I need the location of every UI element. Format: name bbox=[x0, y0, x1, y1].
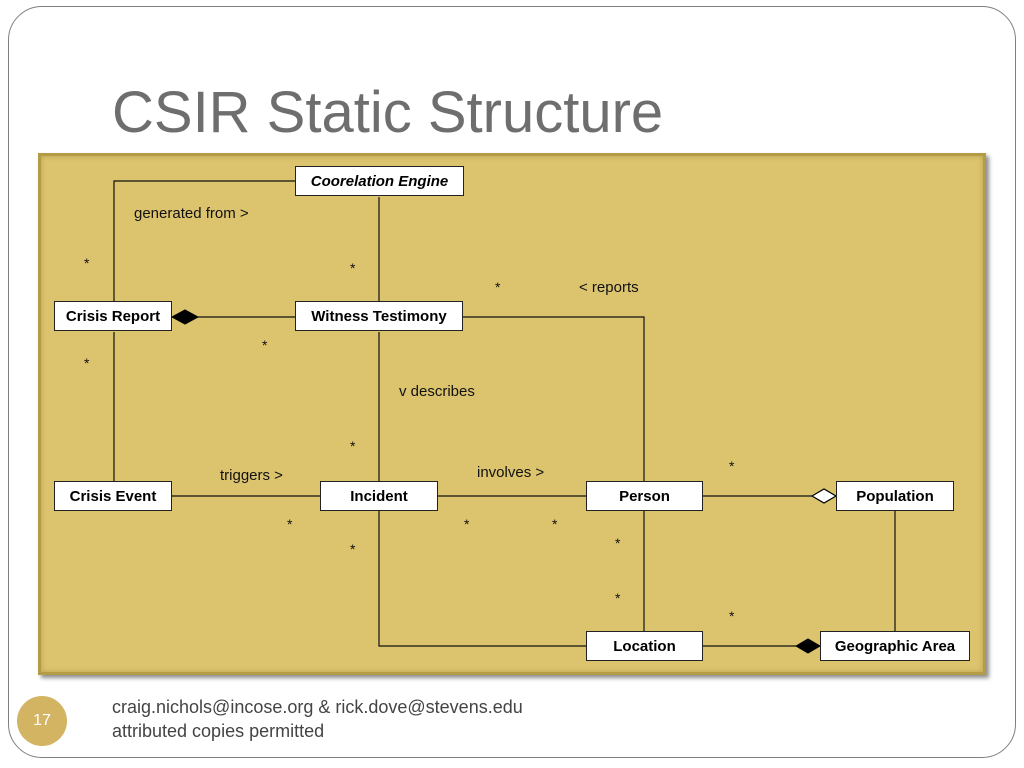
class-crisis-event: Crisis Event bbox=[54, 481, 172, 511]
footer-permission: attributed copies permitted bbox=[112, 721, 325, 741]
class-incident: Incident bbox=[320, 481, 438, 511]
page-number: 17 bbox=[33, 712, 51, 729]
class-witness-testimony: Witness Testimony bbox=[295, 301, 463, 331]
class-coorelation-engine: Coorelation Engine bbox=[295, 166, 464, 196]
assoc-reports bbox=[463, 316, 645, 481]
multiplicity-marker: * bbox=[84, 355, 90, 371]
multiplicity-marker: * bbox=[729, 608, 735, 624]
label-describes: v describes bbox=[399, 383, 475, 400]
assoc-incident-location bbox=[378, 511, 586, 647]
multiplicity-marker: * bbox=[729, 458, 735, 474]
multiplicity-marker: * bbox=[552, 516, 558, 532]
footer-contact: craig.nichols@incose.org & rick.dove@ste… bbox=[112, 697, 523, 717]
multiplicity-marker: * bbox=[464, 516, 470, 532]
page-number-badge: 17 bbox=[17, 696, 67, 746]
aggregation-diamond-population bbox=[810, 488, 838, 504]
composition-diamond-geographic-area bbox=[795, 638, 821, 654]
class-crisis-report: Crisis Report bbox=[54, 301, 172, 331]
class-person: Person bbox=[586, 481, 703, 511]
multiplicity-marker: * bbox=[350, 438, 356, 454]
class-location: Location bbox=[586, 631, 703, 661]
multiplicity-marker: * bbox=[262, 337, 268, 353]
label-triggers: triggers > bbox=[220, 467, 283, 484]
multiplicity-marker: * bbox=[615, 535, 621, 551]
assoc-generated-from bbox=[113, 180, 297, 301]
label-reports: < reports bbox=[579, 279, 639, 296]
multiplicity-marker: * bbox=[84, 255, 90, 271]
diagram-panel bbox=[38, 153, 986, 675]
class-population: Population bbox=[836, 481, 954, 511]
label-involves: involves > bbox=[477, 464, 545, 481]
label-generated-from: generated from > bbox=[134, 205, 249, 222]
multiplicity-marker: * bbox=[287, 516, 293, 532]
page-title: CSIR Static Structure bbox=[112, 80, 664, 145]
multiplicity-marker: * bbox=[350, 260, 356, 276]
multiplicity-marker: * bbox=[615, 590, 621, 606]
multiplicity-marker: * bbox=[495, 279, 501, 295]
footer: craig.nichols@incose.org & rick.dove@ste… bbox=[112, 695, 523, 743]
class-geographic-area: Geographic Area bbox=[820, 631, 970, 661]
multiplicity-marker: * bbox=[350, 541, 356, 557]
composition-diamond-crisis-report bbox=[170, 309, 200, 325]
